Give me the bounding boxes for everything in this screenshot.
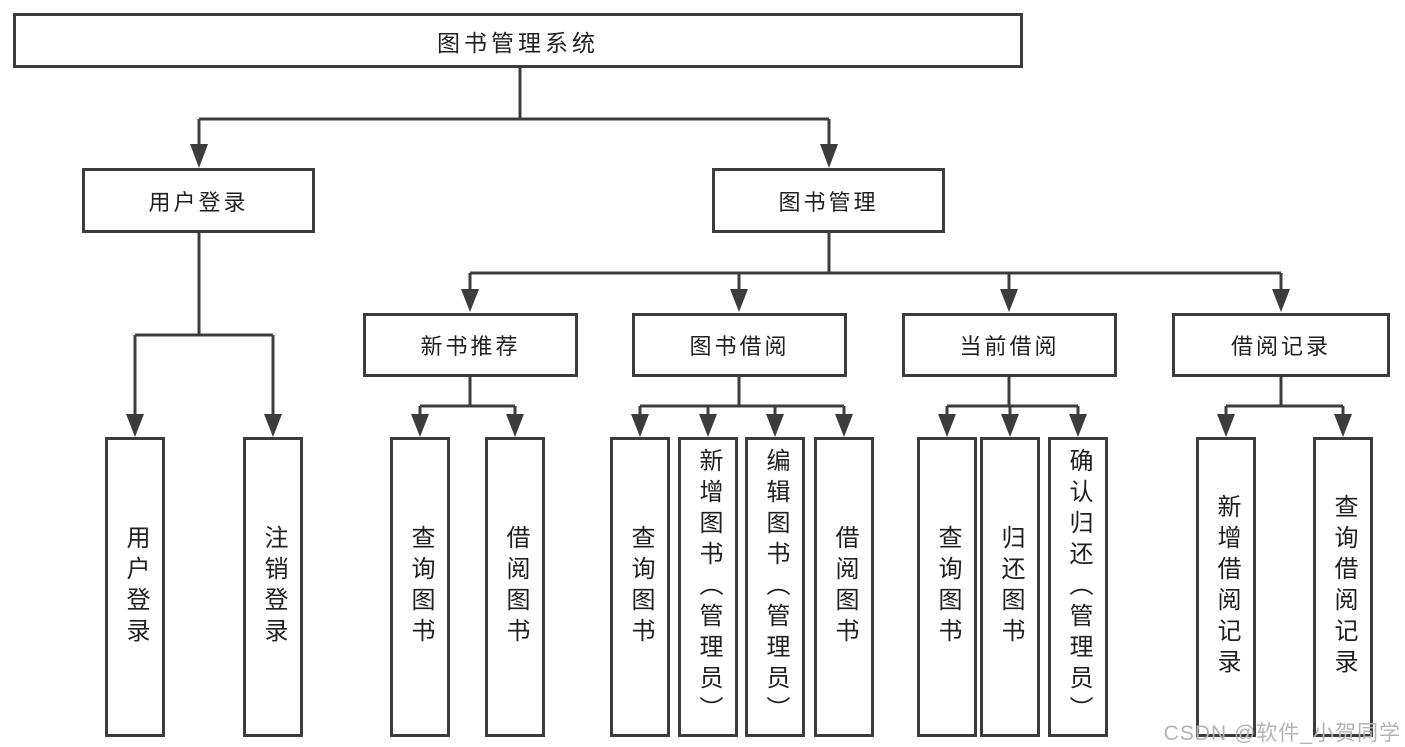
node-new-book-recommendation: 新书推荐: [363, 313, 578, 377]
node-root-library-management-system: 图书管理系统: [13, 13, 1023, 68]
leaf-records-add-borrow-record: 新增借阅记录: [1196, 437, 1256, 737]
node-borrowing-records: 借阅记录: [1172, 313, 1390, 377]
leaf-current-return-books: 归还图书: [980, 437, 1040, 737]
connector-borrow-record-to-leaves: [1217, 375, 1352, 437]
leaf-newbook-search-books: 查询图书: [390, 437, 450, 737]
connector-book-borrow-to-leaves: [631, 375, 853, 437]
leaf-borrow-edit-books-admin: 编辑图书（管理员）: [745, 437, 805, 737]
leaf-records-search-borrow-record: 查询借阅记录: [1313, 437, 1373, 737]
leaf-newbook-borrow-books: 借阅图书: [485, 437, 545, 737]
connector-current-borrow-to-leaves: [938, 375, 1087, 437]
connector-root-to-level2: [190, 66, 838, 168]
connector-user-login-to-leaves: [126, 231, 282, 437]
node-current-borrowing: 当前借阅: [902, 313, 1117, 377]
connector-new-book-to-leaves: [411, 375, 524, 437]
leaf-borrow-search-books: 查询图书: [610, 437, 670, 737]
node-book-management: 图书管理: [712, 168, 945, 233]
leaf-user-login: 用户登录: [105, 437, 165, 737]
leaf-borrow-borrow-books: 借阅图书: [814, 437, 874, 737]
leaf-logout: 注销登录: [243, 437, 303, 737]
leaf-current-search-books: 查询图书: [917, 437, 977, 737]
csdn-watermark: CSDN @软件_小贺同学: [1163, 722, 1401, 745]
node-book-borrowing: 图书借阅: [632, 313, 847, 377]
connector-book-management-to-level3: [461, 231, 1290, 312]
node-user-login: 用户登录: [82, 168, 315, 233]
leaf-borrow-add-books-admin: 新增图书（管理员）: [678, 437, 738, 737]
leaf-current-confirm-return-admin: 确认归还（管理员）: [1048, 437, 1108, 737]
